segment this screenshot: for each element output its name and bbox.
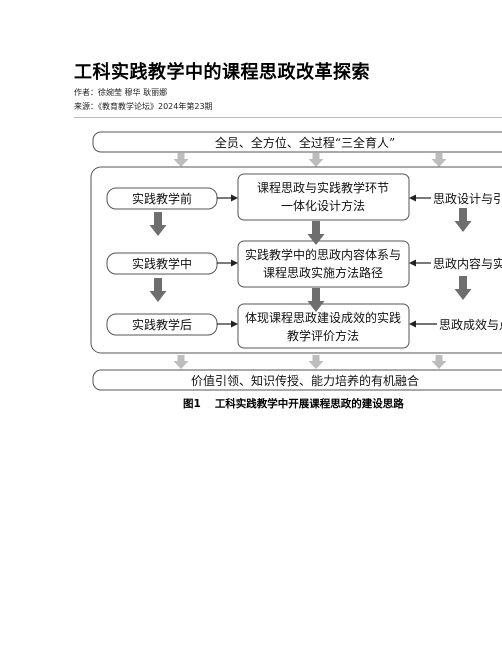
- center-box-3-line1: 体现课程思政建设成效的实践: [245, 310, 401, 325]
- figure-caption-text: 工科实践教学中开展课程思政的建设思路: [214, 398, 404, 410]
- center-box-1-line1: 课程思政与实践教学环节: [257, 180, 389, 195]
- stage-label-during: 实践教学中: [132, 256, 192, 271]
- arrowhead-right1-to-center: [409, 194, 416, 202]
- bottom-banner-box: [92, 369, 502, 391]
- center-box-2: [237, 240, 410, 288]
- grey-arrow-bottom-1: [173, 355, 189, 369]
- grey-arrow-bottom-3: [431, 355, 447, 369]
- right-label-3: 思政成效与点: [439, 317, 502, 332]
- header-divider: [74, 117, 502, 118]
- arrowhead-stage3-to-center: [231, 320, 238, 328]
- article-authors: 作者：徐婉莹 穆华 耿丽娜: [74, 88, 168, 97]
- grey-arrow-top-2: [308, 153, 324, 167]
- arrowhead-right3-to-center: [409, 320, 416, 328]
- center-box-3-line2: 教学评价方法: [287, 328, 359, 343]
- arrowhead-stage2-to-center: [231, 259, 238, 267]
- center-box-3: [237, 303, 410, 349]
- figure-diagram: 全员、全方位、全过程“三全育人” 实践教学前 课程思政与实践教学环节 一体化设计…: [90, 131, 502, 391]
- right-label-2: 思政内容与实: [433, 256, 502, 271]
- stage-label-after: 实践教学后: [132, 317, 192, 332]
- stage-label-before: 实践教学前: [132, 191, 192, 206]
- center-box-2-line2: 课程思政实施方法路径: [263, 265, 383, 280]
- article-title: 工科实践教学中的课程思政改革探索: [74, 62, 370, 83]
- top-banner-box: [92, 131, 502, 153]
- grey-arrow-top-3: [431, 153, 447, 167]
- center-box-2-line1: 实践教学中的思政内容体系与: [245, 247, 401, 262]
- center-box-1: [237, 173, 410, 221]
- grey-arrow-top-1: [173, 153, 189, 167]
- bottom-banner-text: 价值引领、知识传授、能力培养的有机融合: [191, 373, 419, 388]
- right-label-1: 思政设计与引: [433, 192, 502, 206]
- arrowhead-stage1-to-center: [231, 194, 238, 202]
- grey-arrow-bottom-2: [308, 355, 324, 369]
- figure-caption-number: 图1: [183, 398, 201, 410]
- arrowhead-right2-to-center: [409, 259, 416, 267]
- article-source: 来源：《教育教学论坛》2024年第23期: [74, 102, 213, 111]
- center-box-1-line2: 一体化设计方法: [281, 198, 365, 213]
- top-banner-text: 全员、全方位、全过程“三全育人”: [215, 135, 395, 150]
- figure-caption: 图1 工科实践教学中开展课程思政的建设思路: [183, 396, 404, 411]
